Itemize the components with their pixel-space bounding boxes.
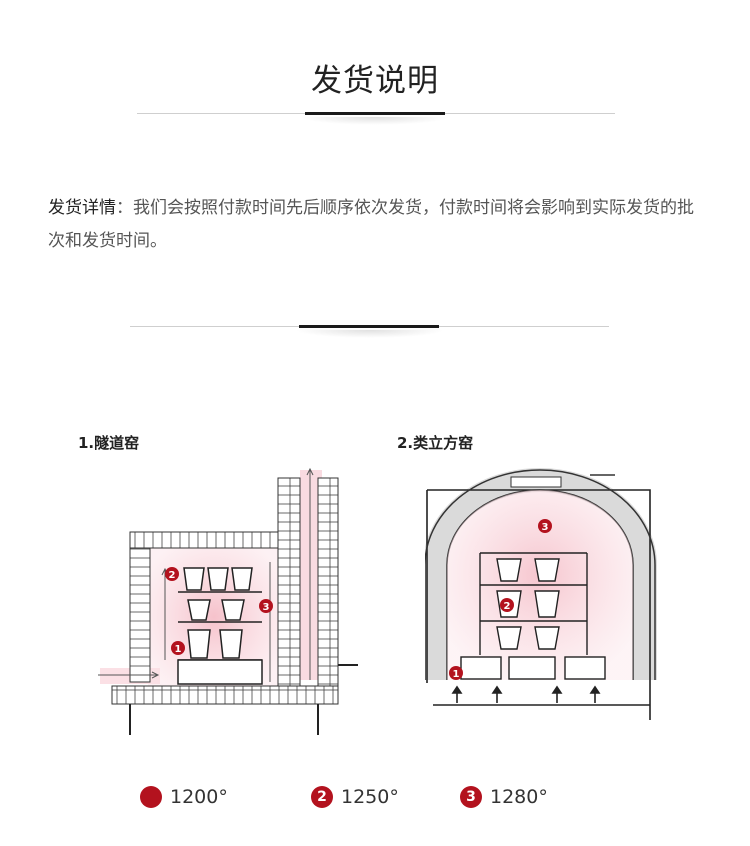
- tunnel-marker-2: 2: [165, 567, 179, 581]
- upright-ware-stack: [460, 552, 606, 680]
- legend-item-1280: 3 1280°: [460, 784, 548, 810]
- svg-text:2: 2: [169, 570, 176, 581]
- svg-text:3: 3: [542, 522, 549, 533]
- legend-item-1250: 2 1250°: [311, 784, 399, 810]
- tunnel-kiln-diagram: 1 2 3: [98, 467, 358, 735]
- shipping-details-text: 我们会按照付款时间先后顺序依次发货，付款时间将会影响到实际发货的批次和发货时间。: [48, 198, 694, 251]
- chimney-right-wall: [317, 477, 339, 689]
- legend-item-1200: 1200°: [140, 784, 228, 810]
- tunnel-ware-stack: [177, 567, 263, 685]
- legend-label-2: 1250°: [341, 786, 399, 808]
- section-divider-shadow: [295, 330, 445, 338]
- svg-text:1: 1: [175, 644, 182, 655]
- title-underline-shadow: [300, 117, 450, 125]
- chimney-heat: [300, 470, 322, 680]
- chimney-left-wall: [277, 477, 301, 689]
- upright-marker-3: 3: [538, 519, 552, 533]
- svg-text:3: 3: [263, 602, 270, 613]
- upright-marker-2: 2: [500, 598, 514, 612]
- floor: [111, 685, 339, 705]
- shipping-details-lead: 发货详情: [48, 198, 116, 218]
- upright-kiln-diagram: 1 2 3: [425, 468, 657, 720]
- section-divider-accent: [299, 325, 439, 328]
- upright-marker-1: 1: [449, 666, 463, 680]
- roof-wall: [129, 531, 281, 549]
- shipping-details: 发货详情：我们会按照付款时间先后顺序依次发货，付款时间将会影响到实际发货的批次和…: [48, 192, 708, 258]
- left-wall: [129, 531, 151, 683]
- upright-inlet-arrows: [451, 685, 601, 703]
- tunnel-flow-arrows: [98, 467, 314, 682]
- svg-text:2: 2: [504, 601, 511, 612]
- tunnel-marker-3: 3: [259, 599, 273, 613]
- legend-dot-3: 3: [460, 786, 482, 808]
- legend-dot-1: [140, 786, 162, 808]
- legend-label-3: 1280°: [490, 786, 548, 808]
- tunnel-kiln-caption: 1.隧道窑: [78, 434, 140, 452]
- legend-label-1: 1200°: [170, 786, 228, 808]
- legend-dot-2: 2: [311, 786, 333, 808]
- svg-text:1: 1: [453, 669, 460, 680]
- title-underline-accent: [305, 112, 445, 115]
- upright-kiln-caption: 2.类立方窑: [397, 434, 474, 452]
- page-title: 发货说明: [311, 63, 439, 99]
- shipping-details-separator: ：: [116, 198, 133, 218]
- tunnel-marker-1: 1: [171, 641, 185, 655]
